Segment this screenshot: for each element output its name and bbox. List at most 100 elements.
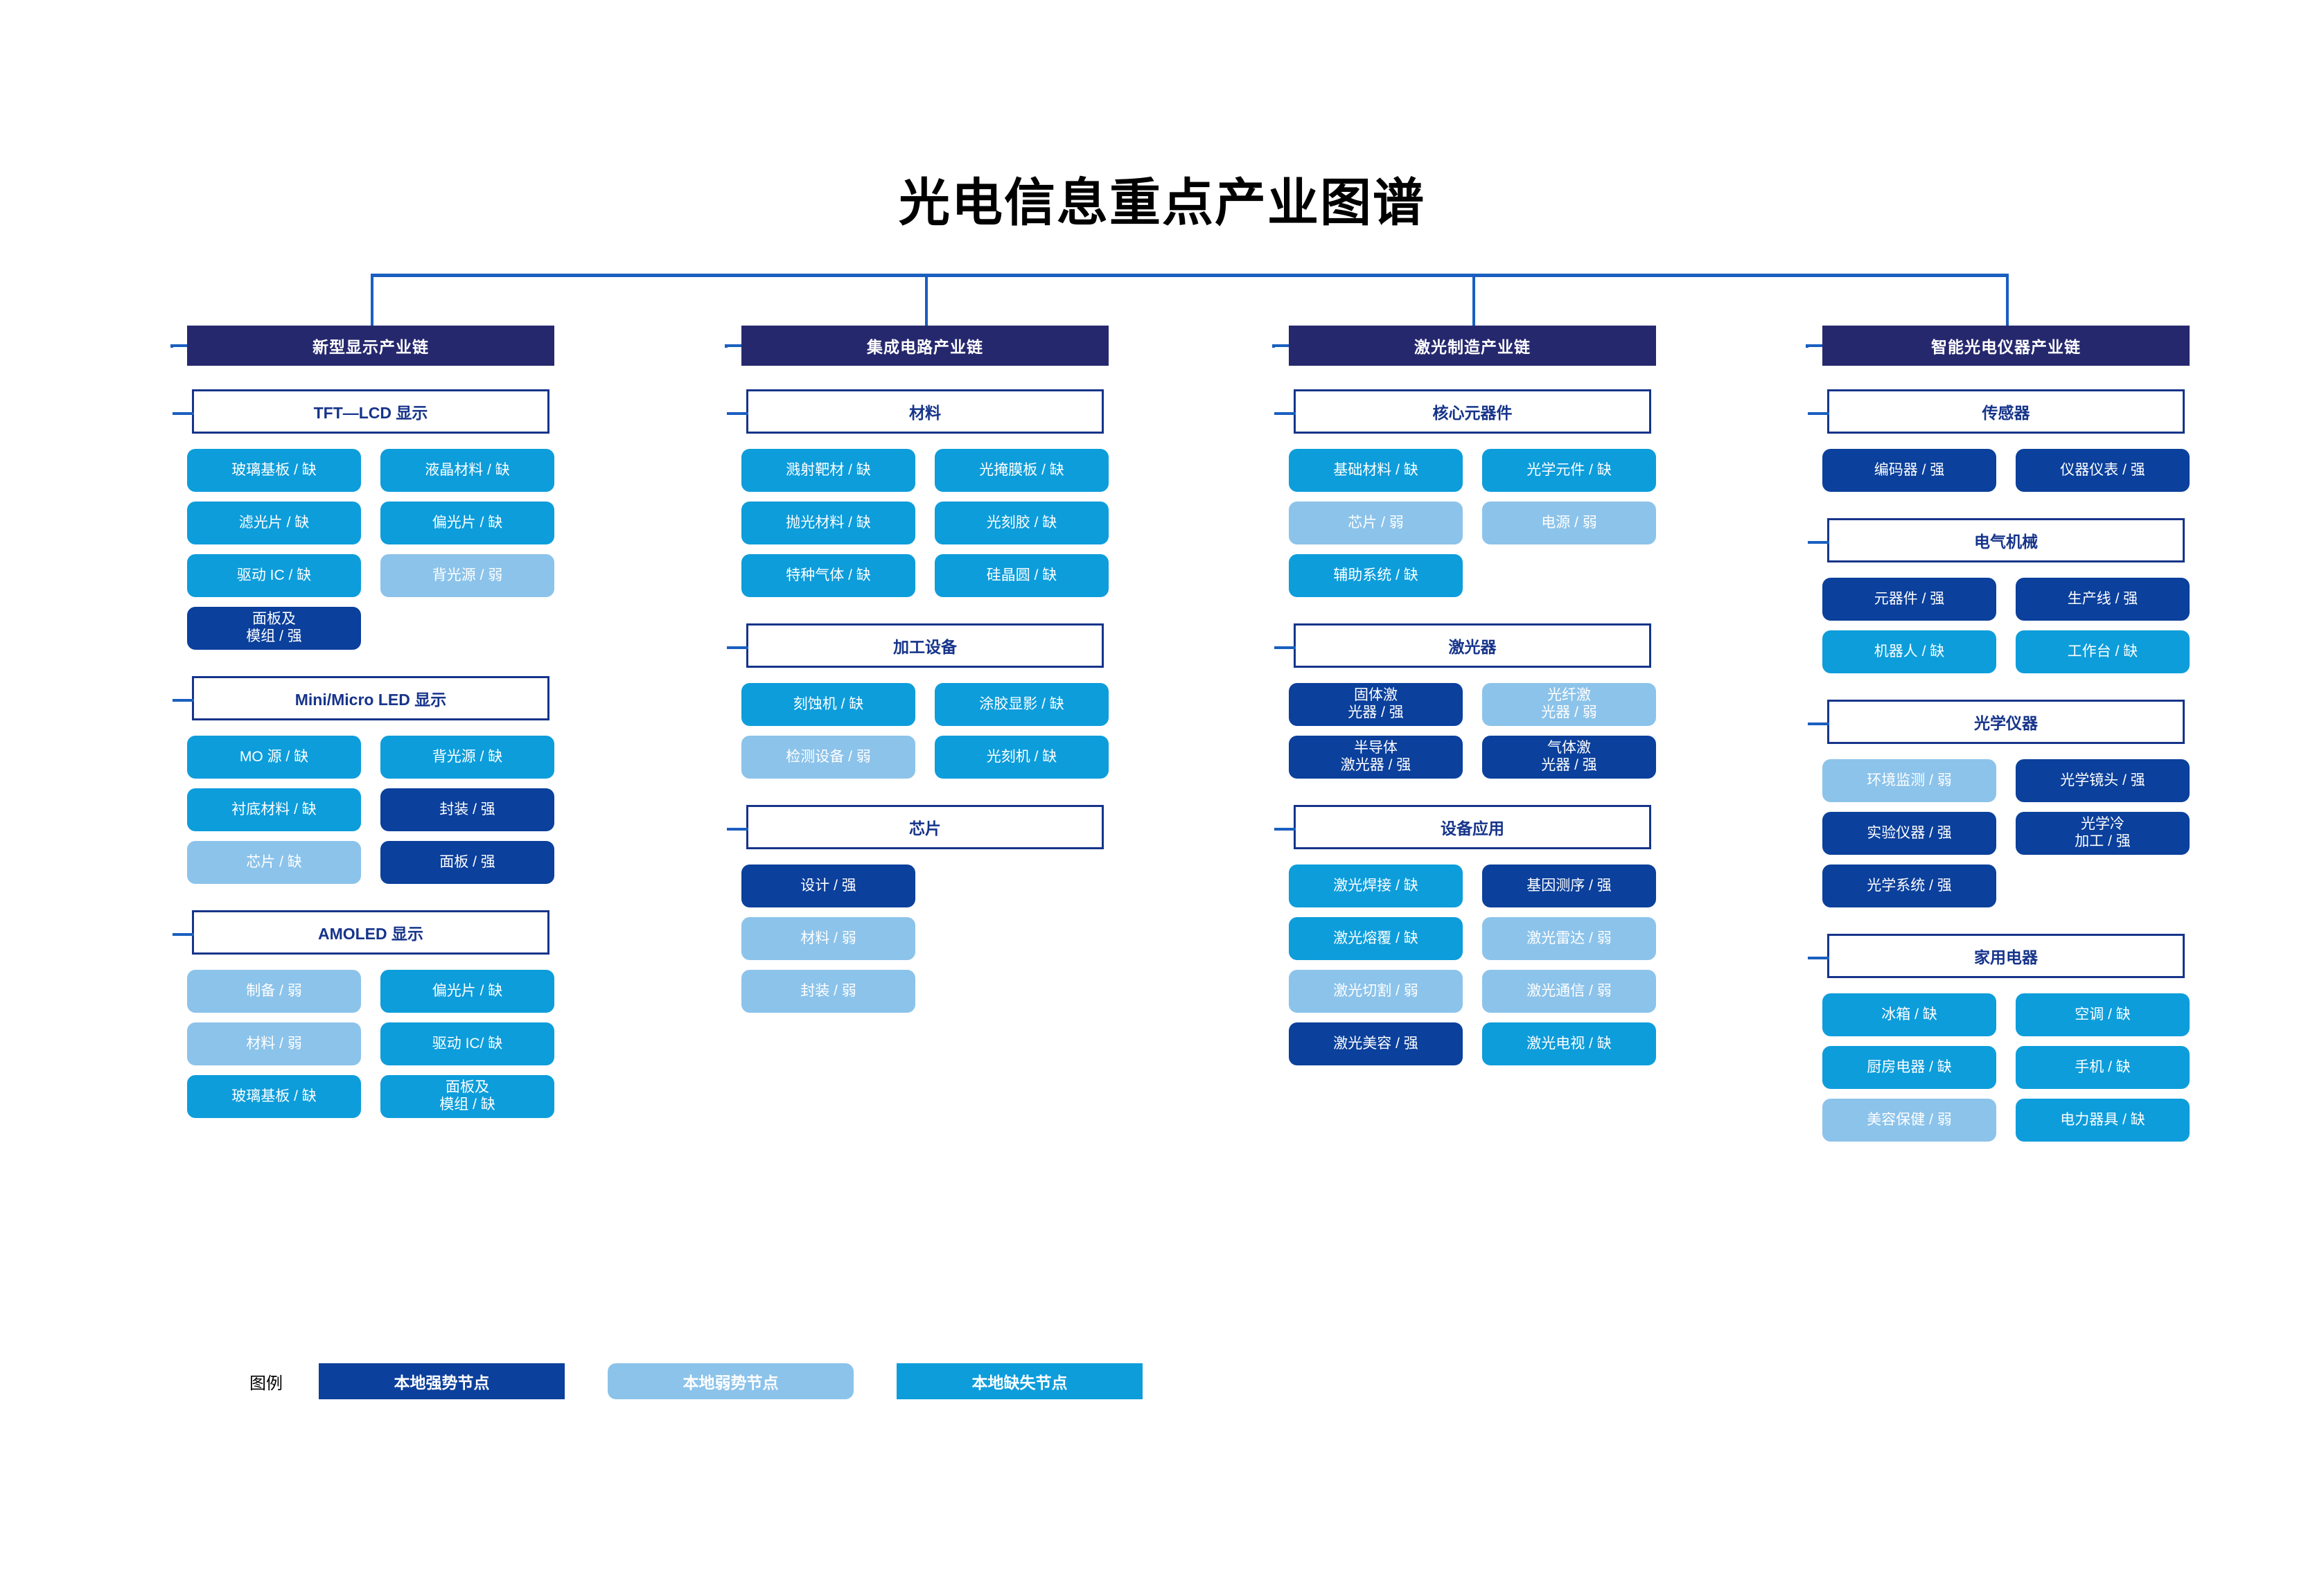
industry-node[interactable]: 机器人 / 缺 xyxy=(1822,630,1996,673)
industry-node[interactable]: 实验仪器 / 强 xyxy=(1822,812,1996,855)
industry-chain-column: 集成电路产业链材料溅射靶材 / 缺光掩膜板 / 缺抛光材料 / 缺光刻胶 / 缺… xyxy=(725,326,1123,1013)
section-header[interactable]: 传感器 xyxy=(1808,389,2185,434)
node-grid: 设计 / 强材料 / 弱封装 / 弱 xyxy=(741,865,1109,1013)
section-header[interactable]: 家用电器 xyxy=(1808,934,2185,978)
section-header[interactable]: TFT—LCD 显示 xyxy=(173,389,549,434)
section-header[interactable]: AMOLED 显示 xyxy=(173,910,549,955)
industry-node[interactable]: 背光源 / 缺 xyxy=(380,736,554,779)
industry-node[interactable]: 特种气体 / 缺 xyxy=(741,554,915,597)
industry-node[interactable]: 检测设备 / 弱 xyxy=(741,736,915,779)
industry-chain-column: 激光制造产业链核心元器件基础材料 / 缺光学元件 / 缺芯片 / 弱电源 / 弱… xyxy=(1272,326,1670,1065)
industry-node[interactable]: 仪器仪表 / 强 xyxy=(2016,449,2190,492)
connector-stub xyxy=(1274,646,1296,649)
industry-node[interactable]: 电力器具 / 缺 xyxy=(2016,1099,2190,1142)
industry-node[interactable]: 面板 / 强 xyxy=(380,841,554,884)
industry-node[interactable]: 衬底材料 / 缺 xyxy=(187,788,361,831)
industry-node[interactable]: 激光熔覆 / 缺 xyxy=(1289,917,1463,960)
industry-node[interactable]: 光刻胶 / 缺 xyxy=(935,502,1109,544)
industry-node[interactable]: 激光焊接 / 缺 xyxy=(1289,865,1463,907)
industry-node[interactable]: 芯片 / 弱 xyxy=(1289,502,1463,544)
industry-node[interactable]: 面板及模组 / 强 xyxy=(187,607,361,650)
industry-node[interactable]: 激光电视 / 缺 xyxy=(1482,1022,1656,1065)
section: 设备应用激光焊接 / 缺基因测序 / 强激光熔覆 / 缺激光雷达 / 弱激光切割… xyxy=(1274,805,1656,1065)
node-grid: 环境监测 / 弱光学镜头 / 强实验仪器 / 强光学冷加工 / 强光学系统 / … xyxy=(1822,759,2190,907)
connector-stub xyxy=(725,344,741,347)
industry-node[interactable]: 玻璃基板 / 缺 xyxy=(187,1075,361,1118)
chain-header[interactable]: 激光制造产业链 xyxy=(1272,326,1656,366)
industry-node[interactable]: 厨房电器 / 缺 xyxy=(1822,1046,1996,1089)
section-header[interactable]: 光学仪器 xyxy=(1808,700,2185,744)
industry-node[interactable]: 激光美容 / 强 xyxy=(1289,1022,1463,1065)
chain-header[interactable]: 智能光电仪器产业链 xyxy=(1806,326,2190,366)
industry-node[interactable]: 光学冷加工 / 强 xyxy=(2016,812,2190,855)
industry-node[interactable]: 光学元件 / 缺 xyxy=(1482,449,1656,492)
industry-node[interactable]: 偏光片 / 缺 xyxy=(380,502,554,544)
industry-node[interactable]: 编码器 / 强 xyxy=(1822,449,1996,492)
node-grid: 溅射靶材 / 缺光掩膜板 / 缺抛光材料 / 缺光刻胶 / 缺特种气体 / 缺硅… xyxy=(741,449,1109,597)
industry-node[interactable]: 玻璃基板 / 缺 xyxy=(187,449,361,492)
industry-node[interactable]: 固体激光器 / 强 xyxy=(1289,683,1463,726)
section-header[interactable]: 设备应用 xyxy=(1274,805,1651,849)
industry-node[interactable]: 滤光片 / 缺 xyxy=(187,502,361,544)
industry-node[interactable]: 设计 / 强 xyxy=(741,865,915,907)
section-header[interactable]: 激光器 xyxy=(1274,623,1651,668)
section-header[interactable]: 材料 xyxy=(727,389,1104,434)
industry-node[interactable]: 生产线 / 强 xyxy=(2016,578,2190,621)
industry-node[interactable]: 冰箱 / 缺 xyxy=(1822,993,1996,1036)
industry-node[interactable]: 封装 / 强 xyxy=(380,788,554,831)
industry-node[interactable]: 基因测序 / 强 xyxy=(1482,865,1656,907)
trunk-drop xyxy=(1472,274,1475,326)
industry-node[interactable]: 辅助系统 / 缺 xyxy=(1289,554,1463,597)
section-header[interactable]: Mini/Micro LED 显示 xyxy=(173,676,549,720)
industry-node[interactable]: 美容保健 / 弱 xyxy=(1822,1099,1996,1142)
industry-node[interactable]: 驱动 IC/ 缺 xyxy=(380,1022,554,1065)
industry-node[interactable]: 制备 / 弱 xyxy=(187,970,361,1013)
industry-node[interactable]: 材料 / 弱 xyxy=(187,1022,361,1065)
industry-node[interactable]: 液晶材料 / 缺 xyxy=(380,449,554,492)
industry-node[interactable]: 背光源 / 弱 xyxy=(380,554,554,597)
industry-node[interactable]: 手机 / 缺 xyxy=(2016,1046,2190,1089)
industry-node[interactable]: 光学系统 / 强 xyxy=(1822,865,1996,907)
section-header[interactable]: 芯片 xyxy=(727,805,1104,849)
node-grid: 元器件 / 强生产线 / 强机器人 / 缺工作台 / 缺 xyxy=(1822,578,2190,673)
industry-node[interactable]: 硅晶圆 / 缺 xyxy=(935,554,1109,597)
section: Mini/Micro LED 显示 MO 源 / 缺背光源 / 缺衬底材料 / 缺… xyxy=(173,676,554,884)
industry-node[interactable]: 偏光片 / 缺 xyxy=(380,970,554,1013)
industry-node[interactable]: 材料 / 弱 xyxy=(741,917,915,960)
industry-node[interactable]: 空调 / 缺 xyxy=(2016,993,2190,1036)
legend-item-strong: 本地强势节点 xyxy=(319,1363,565,1399)
industry-node[interactable]: 激光通信 / 弱 xyxy=(1482,970,1656,1013)
industry-node[interactable]: 抛光材料 / 缺 xyxy=(741,502,915,544)
industry-node[interactable]: 光纤激光器 / 弱 xyxy=(1482,683,1656,726)
industry-node[interactable]: 封装 / 弱 xyxy=(741,970,915,1013)
connector-stub xyxy=(1808,957,1829,959)
section-header[interactable]: 电气机械 xyxy=(1808,518,2185,562)
industry-node[interactable]: 气体激光器 / 强 xyxy=(1482,736,1656,779)
industry-node[interactable]: 电源 / 弱 xyxy=(1482,502,1656,544)
industry-node[interactable]: 激光切割 / 弱 xyxy=(1289,970,1463,1013)
industry-node[interactable]: 刻蚀机 / 缺 xyxy=(741,683,915,726)
industry-node[interactable]: 光刻机 / 缺 xyxy=(935,736,1109,779)
industry-node[interactable]: MO 源 / 缺 xyxy=(187,736,361,779)
industry-node[interactable]: 驱动 IC / 缺 xyxy=(187,554,361,597)
industry-node[interactable]: 激光雷达 / 弱 xyxy=(1482,917,1656,960)
trunk-drop xyxy=(2006,274,2009,326)
section-header[interactable]: 加工设备 xyxy=(727,623,1104,668)
connector-stub xyxy=(727,828,748,831)
industry-node[interactable]: 芯片 / 缺 xyxy=(187,841,361,884)
industry-node[interactable]: 半导体激光器 / 强 xyxy=(1289,736,1463,779)
industry-node[interactable]: 元器件 / 强 xyxy=(1822,578,1996,621)
industry-node[interactable]: 基础材料 / 缺 xyxy=(1289,449,1463,492)
industry-node[interactable]: 环境监测 / 弱 xyxy=(1822,759,1996,802)
section-header[interactable]: 核心元器件 xyxy=(1274,389,1651,434)
industry-node[interactable]: 溅射靶材 / 缺 xyxy=(741,449,915,492)
chain-header[interactable]: 集成电路产业链 xyxy=(725,326,1109,366)
industry-node[interactable]: 光掩膜板 / 缺 xyxy=(935,449,1109,492)
chain-header[interactable]: 新型显示产业链 xyxy=(170,326,554,366)
industry-node[interactable]: 工作台 / 缺 xyxy=(2016,630,2190,673)
connector-stub xyxy=(1272,344,1289,347)
industry-node[interactable]: 涂胶显影 / 缺 xyxy=(935,683,1109,726)
industry-node[interactable]: 面板及模组 / 缺 xyxy=(380,1075,554,1118)
industry-node[interactable]: 光学镜头 / 强 xyxy=(2016,759,2190,802)
